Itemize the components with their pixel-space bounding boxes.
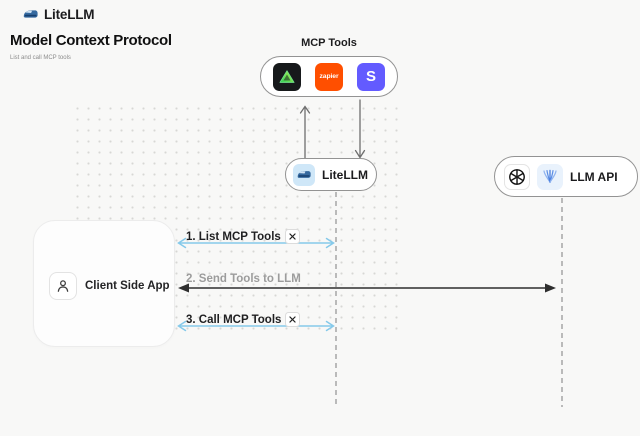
client-side-app-label: Client Side App [85, 280, 170, 292]
mcp-tools-node[interactable]: zapier S [260, 56, 398, 97]
step1-text: 1. List MCP Tools [186, 230, 281, 243]
step3-text: 3. Call MCP Tools [186, 313, 282, 326]
zapier-wordmark: zapier [319, 73, 339, 80]
person-icon [49, 272, 77, 300]
step-label-call-mcp-tools: 3. Call MCP Tools [186, 312, 301, 327]
litellm-logo-icon [23, 10, 38, 18]
mcp-tools-label: MCP Tools [301, 37, 357, 49]
zapier-icon: zapier [315, 62, 343, 91]
client-side-app-node[interactable]: Client Side App [33, 220, 175, 347]
llm-api-node-label: LLM API [570, 169, 618, 184]
brand: LiteLLM [22, 6, 95, 23]
page-subtitle: List and call MCP tools [10, 55, 71, 61]
llm-api-node[interactable]: LLM API [494, 156, 638, 197]
litellm-node-icon [293, 163, 315, 186]
llm-provider-icon [537, 163, 563, 190]
stripe-icon: S [357, 62, 385, 91]
step-label-list-mcp-tools: 1. List MCP Tools [186, 229, 300, 244]
litellm-node[interactable]: LiteLLM [285, 158, 377, 191]
stripe-letter: S [365, 68, 376, 85]
litellm-node-label: LiteLLM [322, 167, 368, 182]
tools-icon [285, 312, 301, 327]
step2-text: 2. Send Tools to LLM [186, 273, 301, 285]
tools-icon [284, 229, 300, 244]
page-title: Model Context Protocol [10, 32, 172, 49]
step-label-send-tools-to-llm: 2. Send Tools to LLM [186, 273, 301, 285]
openai-icon [504, 163, 530, 190]
triangle-tool-icon [273, 62, 301, 91]
brand-name: LiteLLM [44, 7, 95, 22]
